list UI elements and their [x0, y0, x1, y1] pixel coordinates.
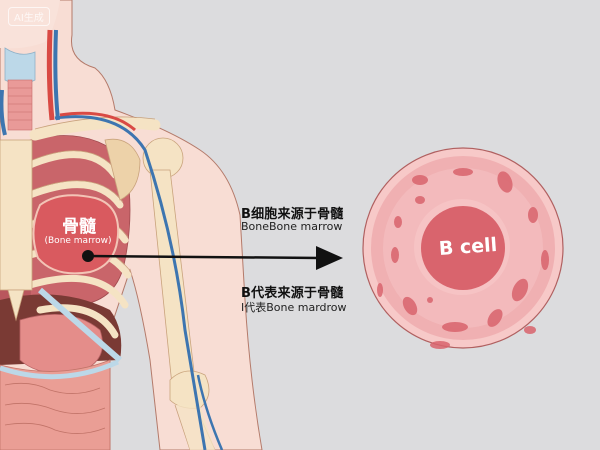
clavicle [29, 117, 161, 141]
arrow-caption-bottom-subtitle: I代表Bone mardrow [241, 301, 347, 314]
bone-marrow-region [32, 194, 120, 275]
b-cell-illustration [362, 147, 564, 349]
arrow-caption-top-subtitle: BoneBone marrow [241, 220, 343, 233]
arrow-caption-bottom-title: B代表来源于骨髓 [241, 286, 344, 301]
bone-marrow-label-chinese: 骨髓 [62, 217, 96, 237]
arm-vessels [54, 111, 224, 450]
arrow-caption-top-title: B细胞来源于骨髓 [241, 207, 344, 222]
bone-marrow-label-english: (Bone marrow) [44, 236, 112, 246]
neck-structures [0, 29, 60, 136]
costal-cartilage [38, 287, 122, 363]
origin-arrow [82, 246, 343, 270]
sternum [0, 139, 33, 322]
ai-generated-watermark: AI生成 [8, 7, 50, 26]
